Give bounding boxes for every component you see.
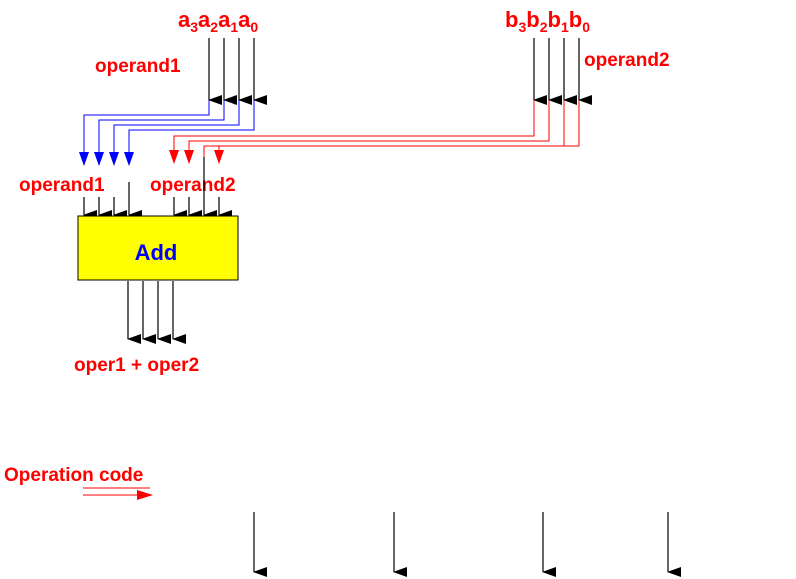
route-a0: [124, 100, 255, 166]
adder-label: Add: [135, 240, 178, 265]
result-label: oper1 + oper2: [74, 355, 199, 376]
route-b3: [169, 100, 535, 164]
operand1-routing-wires: [79, 100, 255, 166]
adder-output-wires: [127, 281, 186, 344]
adder-input-wires: [83, 157, 232, 220]
operand1-top-label: operand1: [95, 56, 181, 77]
route-b0: [214, 100, 580, 164]
operand-b-bits-label: b3b2b1b0: [505, 7, 590, 35]
route-a2: [94, 100, 225, 166]
operand-a-bits-label: a3a2a1a0: [178, 7, 258, 35]
opcode-arrow: [83, 487, 153, 500]
operand2-input-label: operand2: [150, 175, 236, 196]
route-a3: [79, 100, 210, 166]
operand-b-input-wires: [533, 38, 592, 105]
route-b1: [203, 100, 565, 163]
route-a1: [109, 100, 240, 166]
operand-a-input-wires: [208, 38, 267, 105]
operand2-top-label: operand2: [584, 50, 670, 71]
bottom-output-wires: [253, 512, 681, 577]
opcode-label: Operation code: [4, 465, 143, 486]
route-b2: [184, 100, 550, 164]
operand2-routing-wires: [169, 100, 580, 164]
operand1-input-label: operand1: [19, 175, 105, 196]
adder-box: [77, 215, 239, 281]
